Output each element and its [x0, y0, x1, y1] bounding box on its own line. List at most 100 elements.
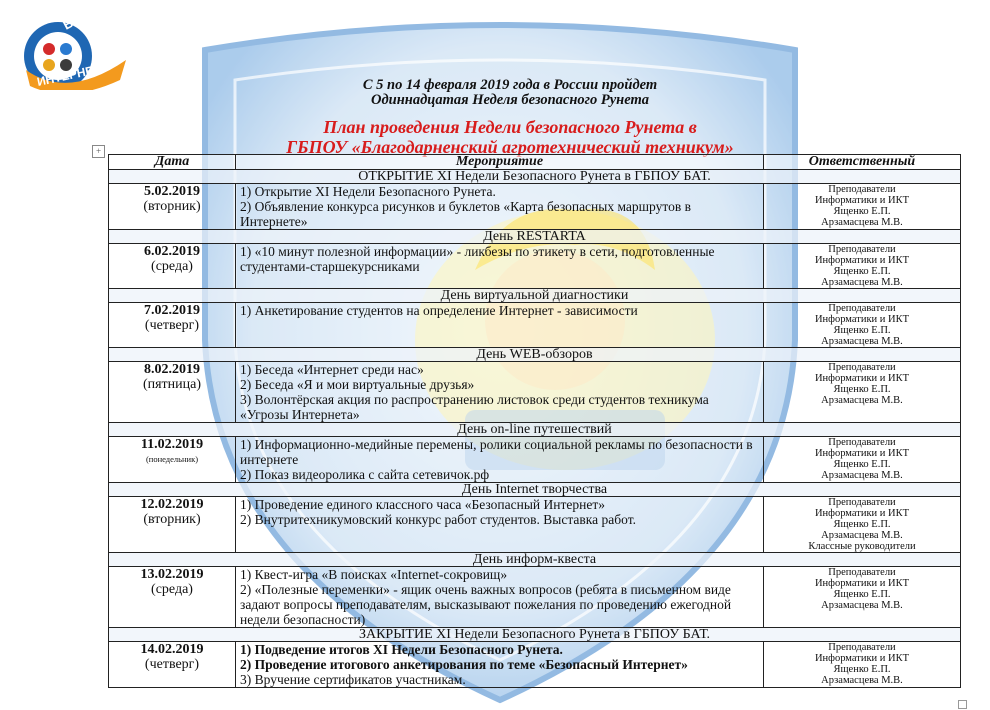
section-row: День WEB-обзоров	[108, 347, 961, 362]
date-cell: 13.02.2019(среда)	[108, 566, 236, 628]
section-title: ОТКРЫТИЕ XI Недели Безопасного Рунета в …	[108, 169, 961, 184]
header-event: Мероприятие	[235, 154, 764, 170]
responsible-line: Преподаватели	[828, 303, 896, 314]
date-cell: 6.02.2019(среда)	[108, 243, 236, 289]
table-row: 5.02.2019(вторник)1) Открытие XI Недели …	[108, 183, 961, 230]
announcement-heading: С 5 по 14 февраля 2019 года в России про…	[230, 78, 790, 108]
responsible-line: Преподаватели	[828, 567, 896, 578]
table-row: 14.02.2019(четверг)1) Подведение итогов …	[108, 641, 961, 688]
event-item: 3) Волонтёрская акция по распространению…	[240, 392, 709, 422]
event-cell: 1) Беседа «Интернет среди нас»2) Беседа …	[235, 361, 764, 423]
section-row: День виртуальной диагностики	[108, 288, 961, 303]
table-header-row: Дата Мероприятие Ответственный	[108, 154, 961, 170]
event-item: 1) Беседа «Интернет среди нас»	[240, 362, 424, 377]
safe-internet-logo: БЕЗОПАСНЫЙ ИНТЕРНЕТ	[24, 8, 136, 90]
responsible-line: Арзамасцева М.В.	[821, 395, 903, 406]
responsible-line: Ященко Е.П.	[833, 325, 891, 336]
event-cell: 1) Открытие XI Недели Безопасного Рунета…	[235, 183, 764, 230]
date-value: 7.02.2019	[144, 303, 200, 318]
table-move-handle-icon[interactable]: +	[92, 145, 105, 158]
event-cell: 1) Информационно-медийные перемены, роли…	[235, 436, 764, 483]
section-title: День виртуальной диагностики	[108, 288, 961, 303]
event-item: 1) Проведение единого классного часа «Бе…	[240, 497, 605, 512]
table-row: 11.02.2019(понедельник)1) Информационно-…	[108, 436, 961, 483]
svg-text:БЕЗОПАСНЫЙ: БЕЗОПАСНЫЙ	[60, 8, 136, 33]
responsible-line: Арзамасцева М.В.	[821, 675, 903, 686]
responsible-line: Ященко Е.П.	[833, 459, 891, 470]
date-value: 6.02.2019	[144, 244, 200, 259]
event-item: 2) Показ видеоролика с сайта сетевичок.р…	[240, 467, 490, 482]
responsible-line: Информатики и ИКТ	[814, 578, 910, 589]
responsible-line: Преподаватели	[828, 362, 896, 373]
responsible-line: Преподаватели	[828, 642, 896, 653]
responsible-line: Арзамасцева М.В.	[821, 277, 903, 288]
heading-line-1: С 5 по 14 февраля 2019 года в России про…	[362, 77, 658, 93]
event-item: 1) «10 минут полезной информации» - ликб…	[240, 244, 715, 274]
header-date: Дата	[108, 154, 236, 170]
section-row: ОТКРЫТИЕ XI Недели Безопасного Рунета в …	[108, 169, 961, 184]
section-title: ЗАКРЫТИЕ XI Недели Безопасного Рунета в …	[108, 627, 961, 642]
event-item: 1) Квест-игра «В поисках «Internet-сокро…	[240, 567, 508, 582]
responsible-line: Информатики и ИКТ	[814, 508, 910, 519]
responsible-line: Ященко Е.П.	[833, 664, 891, 675]
date-value: 13.02.2019	[140, 567, 204, 582]
weekday-value: (понедельник)	[145, 454, 199, 464]
responsible-line: Преподаватели	[828, 437, 896, 448]
header-responsible: Ответственный	[763, 154, 961, 170]
event-cell: 1) Анкетирование студентов на определени…	[235, 302, 764, 348]
table-row: 13.02.2019(среда) 1) Квест-игра «В поиска…	[108, 566, 961, 628]
responsible-line: Информатики и ИКТ	[814, 314, 910, 325]
weekday-value: (вторник)	[143, 199, 201, 214]
event-item: 1) Подведение итогов XI Недели Безопасно…	[240, 642, 563, 657]
table-row: 12.02.2019(вторник) 1) Проведение единого…	[108, 496, 961, 553]
date-cell: 7.02.2019(четверг)	[108, 302, 236, 348]
event-item: 1) Анкетирование студентов на определени…	[240, 303, 638, 318]
table-row: 6.02.2019(среда)1) «10 минут полезной ин…	[108, 243, 961, 289]
weekday-value: (среда)	[151, 259, 193, 274]
responsible-line: Арзамасцева М.В.	[821, 470, 903, 481]
event-cell: 1) Проведение единого классного часа «Бе…	[235, 496, 764, 553]
section-title: День Internet творчества	[108, 482, 961, 497]
responsible-line: Арзамасцева М.В.	[821, 530, 903, 541]
responsible-line: Информатики и ИКТ	[814, 373, 910, 384]
event-item: 2) Проведение итогового анкетирования по…	[240, 657, 688, 672]
responsible-line: Преподаватели	[828, 497, 896, 508]
heading-line-2: Одиннадцатая Неделя безопасного Рунета	[371, 92, 649, 108]
event-item: 2) «Полезные переменки» - ящик очень важ…	[240, 582, 732, 627]
section-row: День on-line путешествий	[108, 422, 961, 437]
date-cell: 5.02.2019(вторник)	[108, 183, 236, 230]
responsible-line: Преподаватели	[828, 244, 896, 255]
event-cell: 1) Подведение итогов XI Недели Безопасно…	[235, 641, 764, 688]
table-resize-handle[interactable]	[958, 700, 967, 709]
event-item: 2) Внутритехникумовский конкурс работ ст…	[240, 512, 636, 527]
event-cell: 1) «10 минут полезной информации» - ликб…	[235, 243, 764, 289]
responsible-line: Арзамасцева М.В.	[821, 217, 903, 228]
responsible-line: Арзамасцева М.В.	[821, 336, 903, 347]
responsible-line: Классные руководители	[808, 541, 916, 552]
weekday-value: (среда)	[151, 582, 193, 597]
event-item: 3) Вручение сертификатов участникам.	[240, 672, 466, 687]
responsible-line: Информатики и ИКТ	[814, 255, 910, 266]
table-row: 8.02.2019(пятница)1) Беседа «Интернет ср…	[108, 361, 961, 423]
date-value: 5.02.2019	[144, 184, 200, 199]
section-row: День Internet творчества	[108, 482, 961, 497]
date-value: 12.02.2019	[140, 497, 204, 512]
responsible-line: Информатики и ИКТ	[814, 448, 910, 459]
plan-title-line-2: ГБПОУ «Благодарненский агротехнический т…	[286, 137, 734, 157]
section-title: День on-line путешествий	[108, 422, 961, 437]
responsible-line: Информатики и ИКТ	[814, 195, 910, 206]
responsible-line: Арзамасцева М.В.	[821, 600, 903, 611]
event-item: 2) Беседа «Я и мои виртуальные друзья»	[240, 377, 475, 392]
responsible-line: Ященко Е.П.	[833, 589, 891, 600]
plan-title-line-1: План проведения Недели безопасного Рунет…	[323, 117, 697, 137]
date-cell: 11.02.2019(понедельник)	[108, 436, 236, 483]
weekday-value: (вторник)	[143, 512, 201, 527]
